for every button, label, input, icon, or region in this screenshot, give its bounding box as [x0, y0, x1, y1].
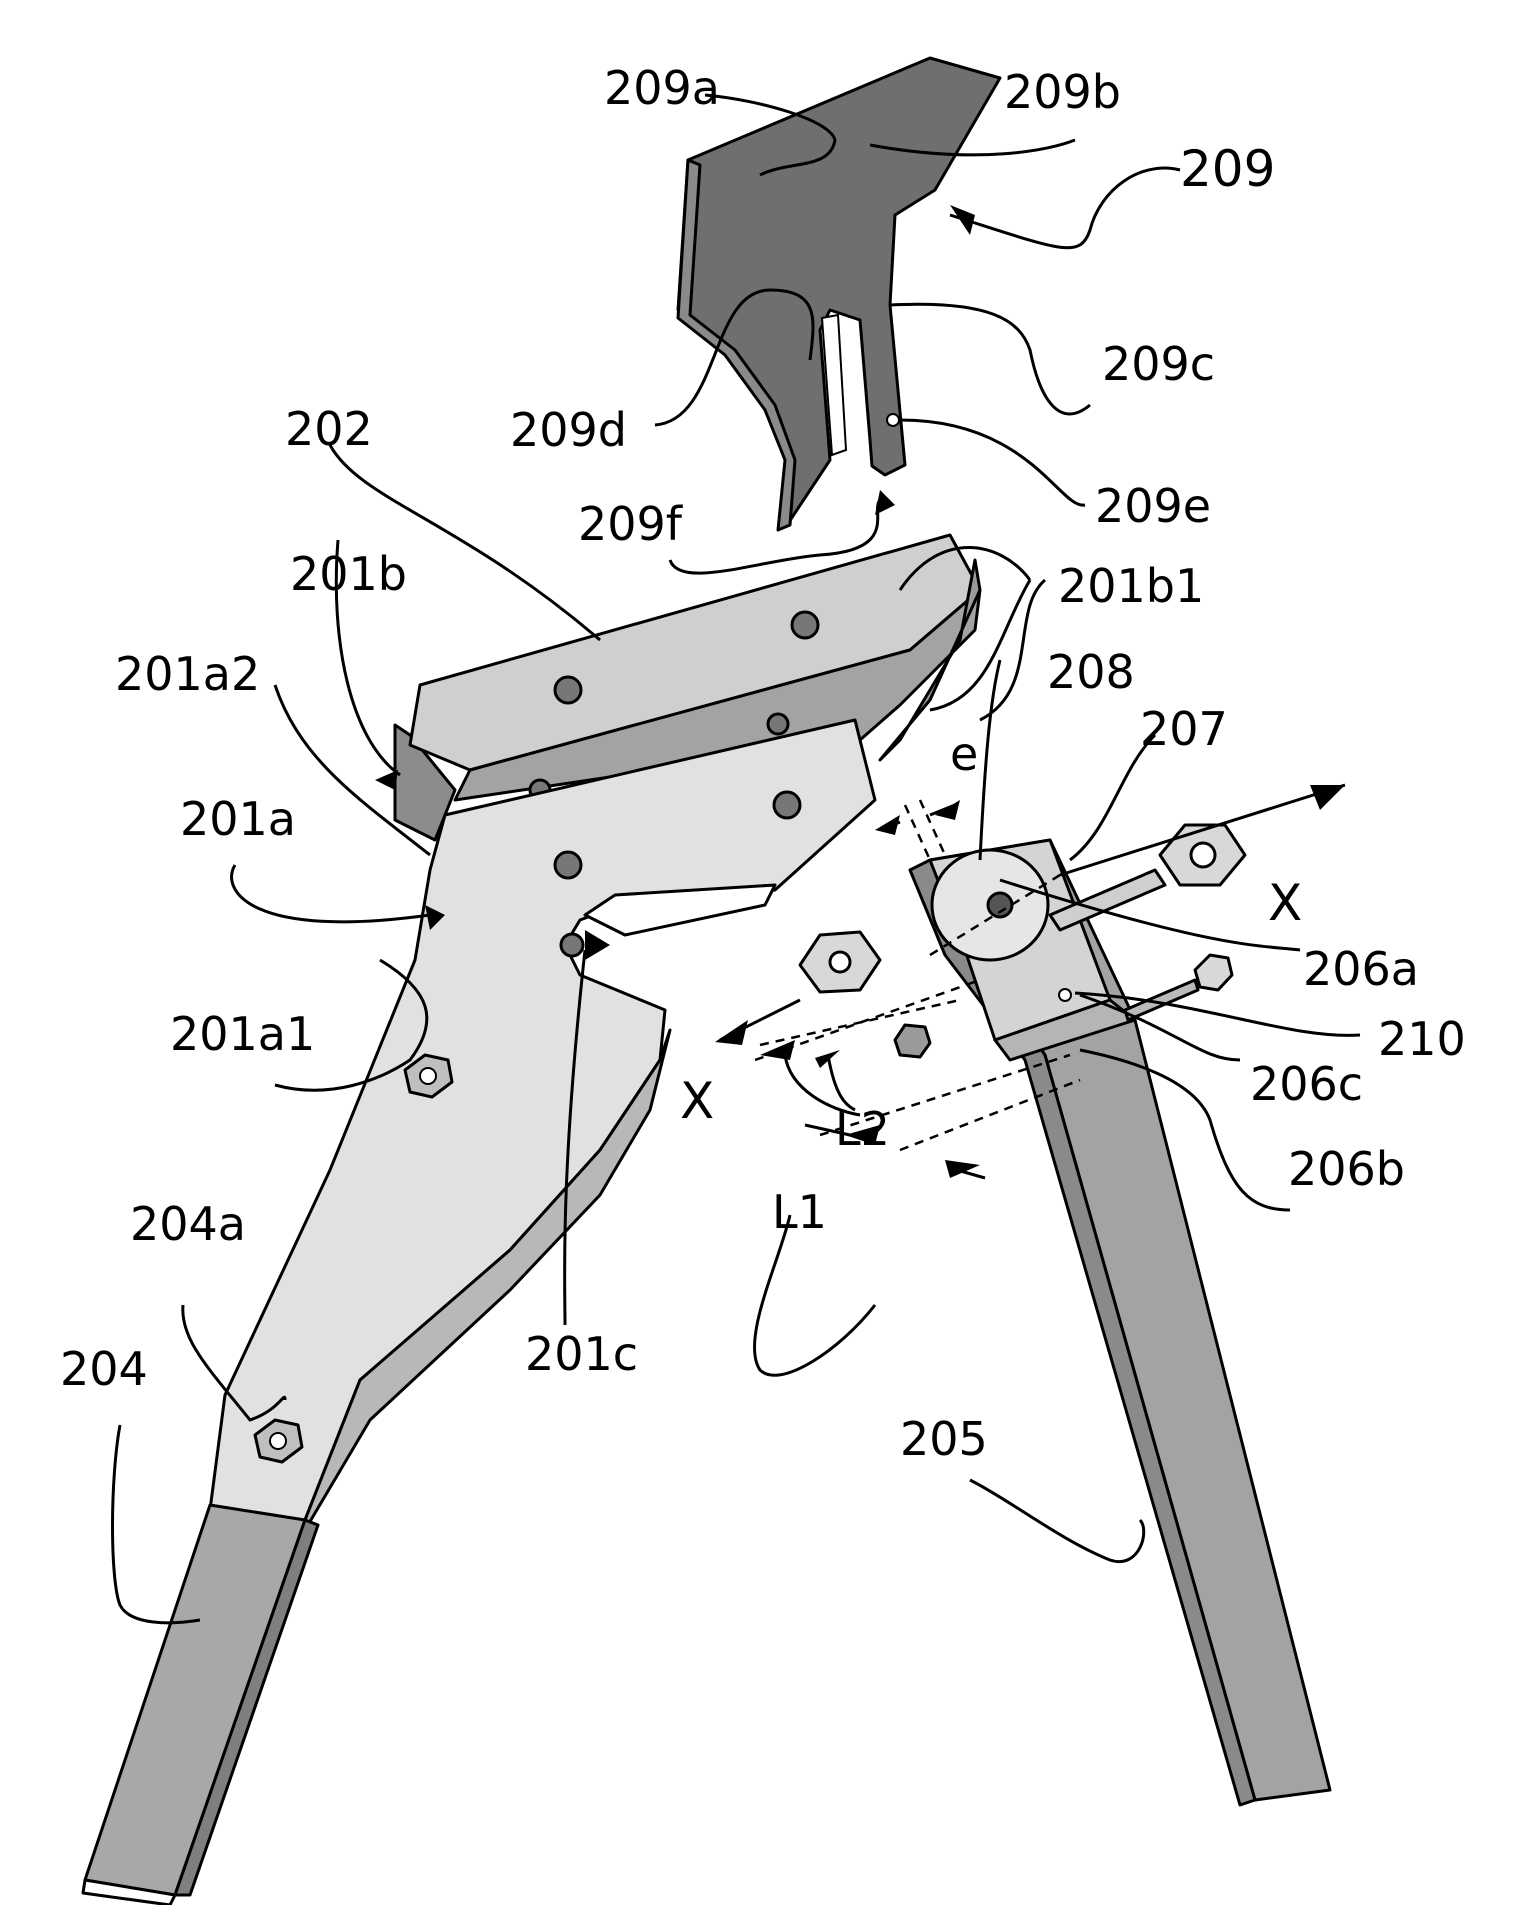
label-201a: 201a [180, 792, 296, 846]
label-L2: L2 [835, 1102, 890, 1156]
label-206a: 206a [1303, 942, 1419, 996]
part-201a-left-jaw [210, 720, 875, 1530]
label-209c: 209c [1102, 337, 1215, 391]
label-205: 205 [900, 1412, 988, 1466]
label-e: e [950, 727, 978, 781]
label-201c: 201c [525, 1327, 638, 1381]
label-201b1: 201b1 [1058, 559, 1204, 613]
label-207: 207 [1140, 702, 1228, 756]
label-206b: 206b [1288, 1142, 1405, 1196]
label-209b: 209b [1004, 65, 1121, 119]
label-209f: 209f [578, 497, 684, 551]
part-209-cutter [678, 58, 1000, 530]
label-201a2: 201a2 [115, 647, 260, 701]
label-201b: 201b [290, 547, 407, 601]
label-204: 204 [60, 1342, 148, 1396]
label-201a1: 201a1 [170, 1007, 315, 1061]
label-202: 202 [285, 402, 373, 456]
label-209a: 209a [604, 61, 720, 115]
label-208: 208 [1047, 645, 1135, 699]
label-X-left: X [680, 1072, 714, 1130]
part-204-left-handle [83, 1505, 318, 1905]
label-209d: 209d [510, 403, 627, 457]
part-205-right-handle [910, 840, 1330, 1805]
label-209e: 209e [1095, 479, 1211, 533]
bolt-207 [1050, 825, 1245, 930]
label-204a: 204a [130, 1197, 246, 1251]
screw-210 [1125, 955, 1232, 1020]
label-210: 210 [1378, 1012, 1466, 1066]
label-L1: L1 [772, 1185, 827, 1239]
label-X-right: X [1268, 874, 1302, 932]
label-209: 209 [1180, 140, 1275, 198]
label-206c: 206c [1250, 1057, 1363, 1111]
